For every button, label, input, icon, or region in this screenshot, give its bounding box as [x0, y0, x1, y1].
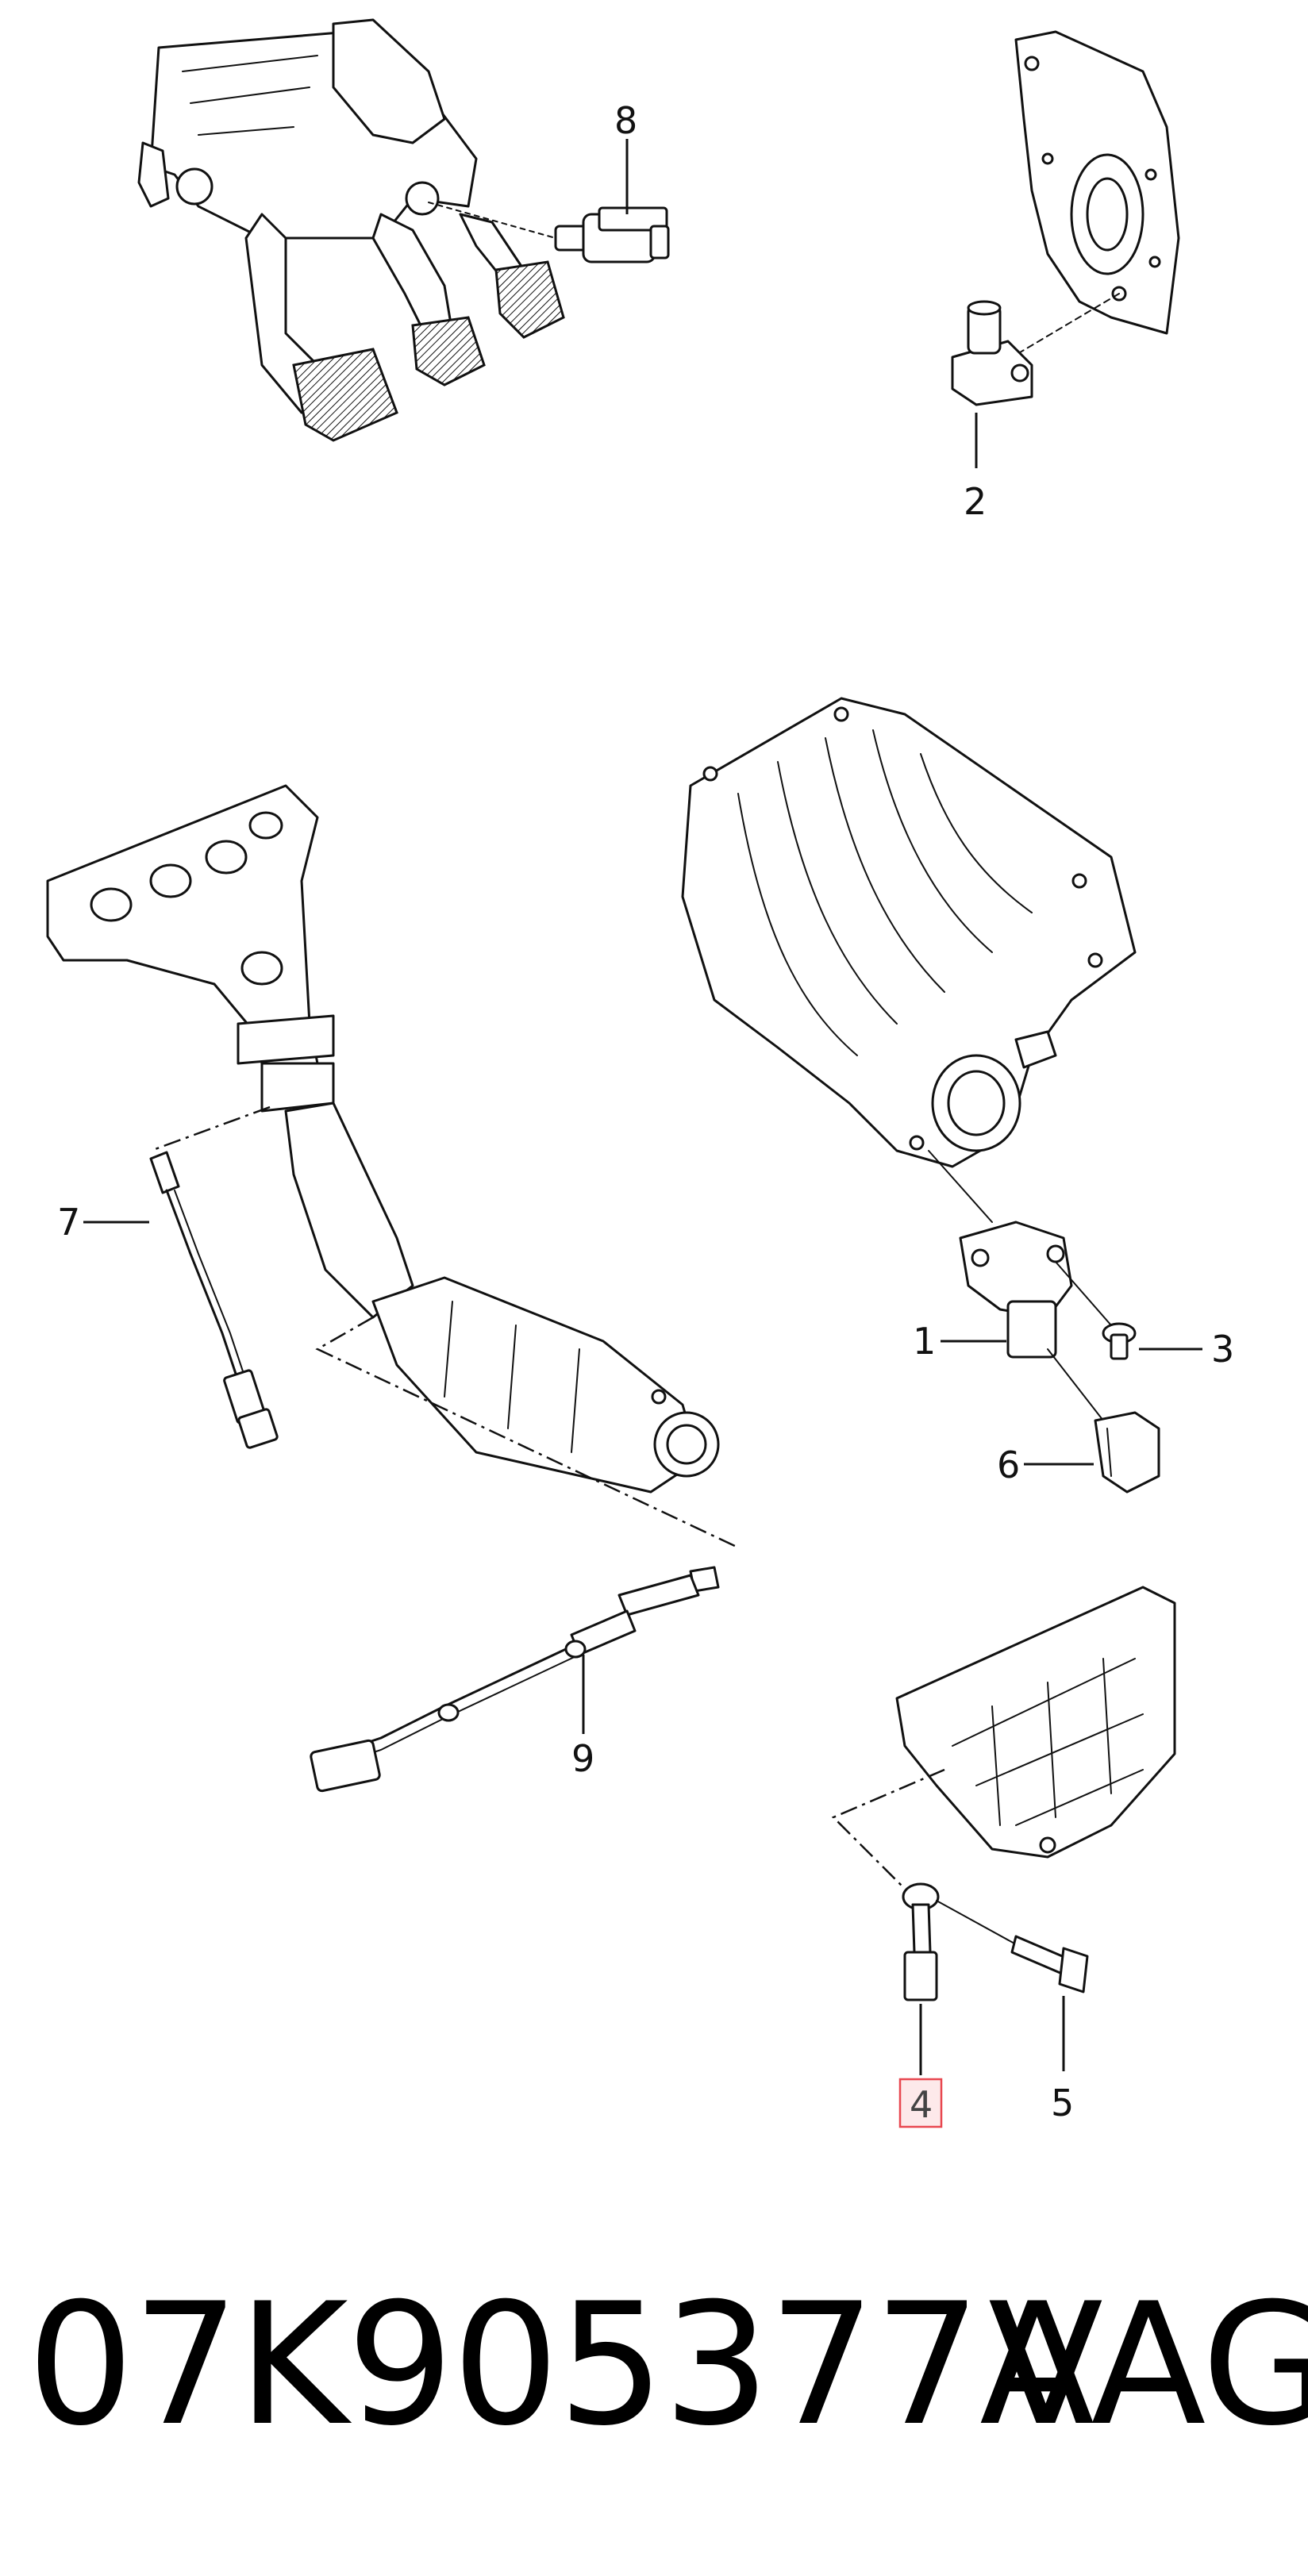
- callout-7[interactable]: 7: [57, 1201, 80, 1244]
- exhaust-manifold: [46, 784, 335, 1113]
- oxygen-sensor-part-9: [310, 1316, 739, 1793]
- pedal-assembly: [137, 18, 565, 442]
- bracket: [895, 1586, 1176, 1859]
- bolt-part-5: [936, 1900, 1089, 1994]
- catalytic-converter: [284, 1102, 720, 1494]
- timing-cover: [1014, 30, 1180, 335]
- callout-4[interactable]: 4: [910, 2083, 933, 2126]
- intake-manifold: [681, 697, 1137, 1168]
- callout-leaders: [83, 139, 1202, 2075]
- bolt-part-3: [1055, 1261, 1137, 1360]
- callout-labels: 8 2 7 1 3 6 9 4 5: [57, 99, 1234, 2128]
- callout-8[interactable]: 8: [614, 99, 637, 142]
- callout-9[interactable]: 9: [571, 1737, 594, 1780]
- callout-3[interactable]: 3: [1211, 1328, 1234, 1371]
- callout-6[interactable]: 6: [997, 1444, 1020, 1486]
- callout-2[interactable]: 2: [964, 480, 987, 523]
- part-number: 07K905377A: [27, 2266, 1094, 2463]
- map-sensor-part-1: [928, 1150, 1073, 1359]
- callout-5[interactable]: 5: [1051, 2082, 1074, 2124]
- sensor-part-4: [831, 1768, 945, 2001]
- grommet-part-6: [1047, 1348, 1160, 1494]
- oxygen-sensor-part-7: [149, 1105, 279, 1449]
- callout-1[interactable]: 1: [913, 1320, 936, 1363]
- camshaft-sensor-part-2: [951, 293, 1120, 406]
- callout-4-highlight: [898, 2078, 943, 2128]
- brand-label: VAG: [988, 2266, 1308, 2463]
- part-number-footer: 07K905377A VAG: [0, 2270, 1308, 2460]
- brake-light-switch-part-8: [428, 202, 670, 263]
